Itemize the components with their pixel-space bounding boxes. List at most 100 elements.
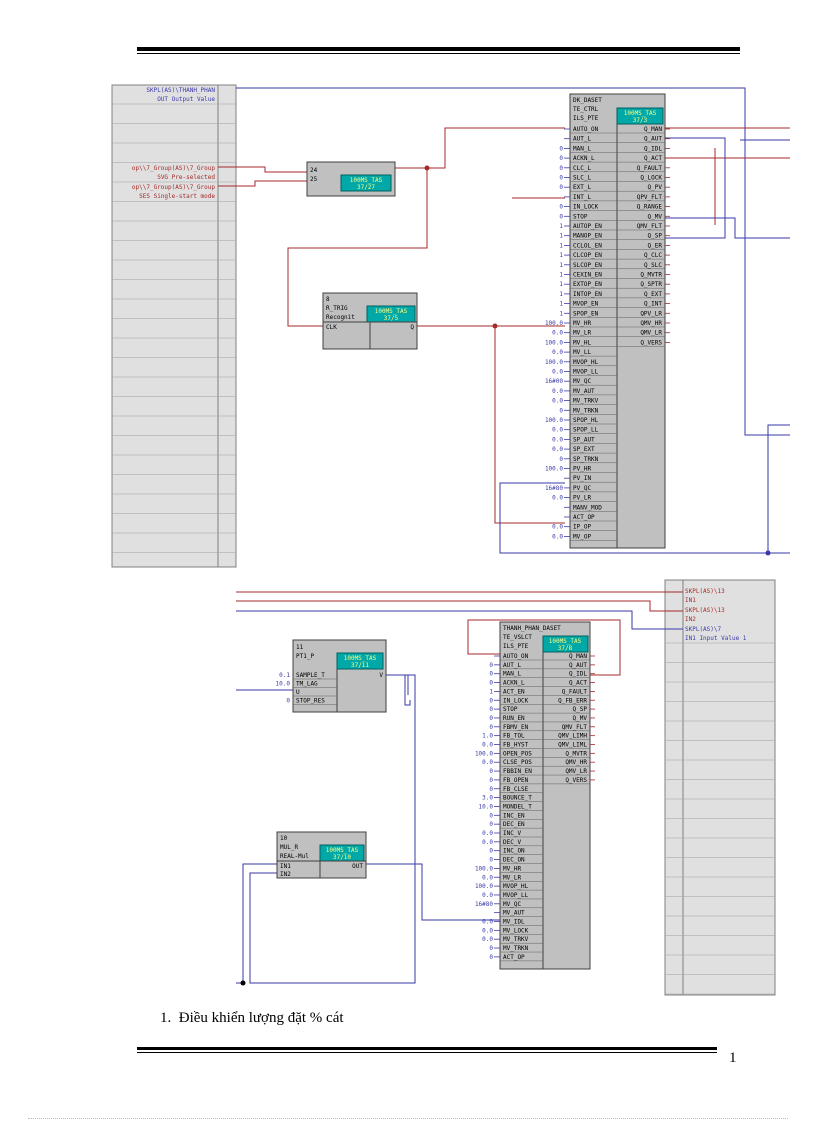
main-out-pin[interactable]: QMV_FLT bbox=[637, 223, 663, 230]
main-in-pin[interactable]: MVOP_EN bbox=[573, 301, 599, 308]
valve-out-pin[interactable]: Q_MAN bbox=[569, 653, 587, 660]
main-out-pin[interactable]: Q_EXT bbox=[644, 291, 662, 298]
valve-in-pin[interactable]: FB_TOL bbox=[503, 733, 525, 740]
valve-in-pin[interactable]: FBMV_EN bbox=[503, 724, 529, 731]
valve-in-pin[interactable]: STOP bbox=[503, 706, 518, 713]
main-in-pin[interactable]: AUTO_ON bbox=[573, 126, 599, 133]
block-mul-r[interactable]: 10 MUL_R REAL-Mul 100MS_TAS 37/10 IN1 IN… bbox=[276, 831, 367, 879]
valve-out-pin[interactable]: Q_FB_ERR bbox=[558, 697, 587, 704]
valve-out-pin[interactable]: Q_MV bbox=[573, 715, 588, 722]
main-out-pin[interactable]: Q_PV bbox=[648, 184, 663, 191]
valve-in-pin[interactable]: MVOP_LL bbox=[503, 892, 529, 899]
main-out-pin[interactable]: QPV_LR bbox=[640, 310, 662, 317]
main-out-pin[interactable]: Q_CLC bbox=[644, 252, 662, 259]
pt1-in-pin[interactable]: U bbox=[296, 689, 300, 696]
main-in-pin[interactable]: MVOP_HL bbox=[573, 359, 599, 366]
main-out-pin[interactable]: QPV_FLT bbox=[637, 194, 663, 201]
main-out-pin[interactable]: Q_IDL bbox=[644, 145, 662, 152]
main-in-pin[interactable]: ACT_OP bbox=[573, 514, 595, 521]
valve-out-pin[interactable]: Q_FAULT bbox=[562, 688, 588, 695]
valve-in-pin[interactable]: MV_QC bbox=[503, 901, 521, 908]
valve-in-pin[interactable]: INC_ON bbox=[503, 848, 525, 855]
valve-in-pin[interactable]: MV_TRKV bbox=[503, 936, 529, 943]
valve-in-pin[interactable]: INC_V bbox=[503, 830, 521, 837]
main-in-pin[interactable]: SPOP_HL bbox=[573, 417, 599, 424]
valve-in-pin[interactable]: MV_HR bbox=[503, 865, 521, 872]
main-in-pin[interactable]: PV_LR bbox=[573, 495, 591, 502]
main-in-pin[interactable]: SLC_L bbox=[573, 175, 591, 182]
pt1-in-pin[interactable]: SAMPLE_T bbox=[296, 672, 325, 679]
valve-in-pin[interactable]: ACT_EN bbox=[503, 688, 525, 695]
main-in-pin[interactable]: STOP bbox=[573, 213, 588, 220]
block-pt1-p[interactable]: 11 PT1_P 100MS_TAS 37/11 V SAMPLE_T0.1TM… bbox=[276, 639, 387, 713]
valve-in-pin[interactable]: DEC_EN bbox=[503, 821, 525, 828]
main-out-pin[interactable]: Q_AUT bbox=[644, 136, 662, 143]
main-out-pin[interactable]: Q_MAN bbox=[644, 126, 662, 133]
valve-out-pin[interactable]: QMV_LR bbox=[565, 768, 587, 775]
main-in-pin[interactable]: AUTOP_EN bbox=[573, 223, 602, 230]
main-in-pin[interactable]: MV_AUT bbox=[573, 388, 595, 395]
main-in-pin[interactable]: MV_QC bbox=[573, 378, 591, 385]
main-in-pin[interactable]: MANOP_EN bbox=[573, 233, 602, 240]
main-in-pin[interactable]: EXT_L bbox=[573, 184, 591, 191]
valve-in-pin[interactable]: MV_LR bbox=[503, 874, 521, 881]
valve-in-pin[interactable]: MV_LOCK bbox=[503, 927, 529, 934]
valve-in-pin[interactable]: OPEN_POS bbox=[503, 750, 532, 757]
valve-in-pin[interactable]: MONDEL_T bbox=[503, 803, 532, 810]
valve-in-pin[interactable]: DEC_ON bbox=[503, 857, 525, 864]
valve-out-pin[interactable]: Q_SP bbox=[573, 706, 588, 713]
main-out-pin[interactable]: Q_RANGE bbox=[637, 204, 663, 211]
pt1-in-pin[interactable]: STOP_RES bbox=[296, 698, 325, 705]
main-out-pin[interactable]: QMV_LR bbox=[640, 330, 662, 337]
main-in-pin[interactable]: MV_TRKV bbox=[573, 398, 599, 405]
main-in-pin[interactable]: SLCOP_EN bbox=[573, 262, 602, 269]
main-in-pin[interactable]: MV_LL bbox=[573, 349, 591, 356]
main-in-pin[interactable]: MVOP_LL bbox=[573, 369, 599, 376]
valve-out-pin[interactable]: Q_AUT bbox=[569, 662, 587, 669]
valve-in-pin[interactable]: FBBIN_EN bbox=[503, 768, 532, 775]
main-out-pin[interactable]: Q_ER bbox=[648, 242, 663, 249]
main-in-pin[interactable]: ACKN_L bbox=[573, 155, 595, 162]
valve-in-pin[interactable]: BOUNCE_T bbox=[503, 795, 532, 802]
valve-in-pin[interactable]: ACKN_L bbox=[503, 680, 525, 687]
valve-out-pin[interactable]: Q_ACT bbox=[569, 680, 587, 687]
main-out-pin[interactable]: Q_FAULT bbox=[637, 165, 663, 172]
main-in-pin[interactable]: MV_TRKN bbox=[573, 407, 599, 414]
block-dk-daset[interactable]: DK_DASET TE_CTRL ILS_PTE 100MS_TAS 37/3 … bbox=[545, 93, 670, 549]
valve-in-pin[interactable]: CLSE_POS bbox=[503, 759, 532, 766]
main-in-pin[interactable]: MV_OP bbox=[573, 533, 591, 540]
main-out-pin[interactable]: Q_SLC bbox=[644, 262, 662, 269]
pt1-in-pin[interactable]: TM_LAG bbox=[296, 681, 318, 688]
main-in-pin[interactable]: SPOP_EN bbox=[573, 310, 599, 317]
block-thanh-phan-daset[interactable]: THANH_PHAN_DASET TE_VSLCT ILS_PTE 100MS_… bbox=[475, 621, 595, 970]
main-in-pin[interactable]: EXTOP_EN bbox=[573, 281, 602, 288]
main-out-pin[interactable]: Q_LOCK bbox=[640, 175, 662, 182]
main-in-pin[interactable]: MV_HR bbox=[573, 320, 591, 327]
valve-in-pin[interactable]: MVOP_HL bbox=[503, 883, 529, 890]
valve-in-pin[interactable]: FB_CLSE bbox=[503, 786, 529, 793]
main-in-pin[interactable]: MV_LR bbox=[573, 330, 591, 337]
main-out-pin[interactable]: Q_VERS bbox=[640, 339, 662, 346]
valve-in-pin[interactable]: AUT_L bbox=[503, 662, 521, 669]
main-out-pin[interactable]: Q_INT bbox=[644, 301, 662, 308]
valve-out-pin[interactable]: Q_MVTR bbox=[565, 750, 587, 757]
main-in-pin[interactable]: PV_IN bbox=[573, 475, 591, 482]
valve-out-pin[interactable]: QMV_LIMH bbox=[558, 733, 587, 740]
valve-out-pin[interactable]: QMV_HR bbox=[565, 759, 587, 766]
main-out-pin[interactable]: Q_SPTR bbox=[640, 281, 662, 288]
main-in-pin[interactable]: AUT_L bbox=[573, 136, 591, 143]
main-in-pin[interactable]: SP_TRKN bbox=[573, 456, 599, 463]
main-in-pin[interactable]: CLCOP_EN bbox=[573, 252, 602, 259]
valve-out-pin[interactable]: Q_IDL bbox=[569, 671, 587, 678]
valve-out-pin[interactable]: Q_VERS bbox=[565, 777, 587, 784]
main-in-pin[interactable]: INTOP_EN bbox=[573, 291, 602, 298]
valve-in-pin[interactable]: IN_LOCK bbox=[503, 697, 529, 704]
block-r-trig[interactable]: 8 R_TRIG Recognit 100MS_TAS 37/5 CLK Q bbox=[322, 292, 418, 350]
main-out-pin[interactable]: Q_MVTR bbox=[640, 272, 662, 279]
valve-out-pin[interactable]: QMV_FLT bbox=[562, 724, 588, 731]
block-24[interactable]: 24 25 100MS_TAS 37/27 bbox=[306, 161, 396, 197]
main-in-pin[interactable]: MV_HL bbox=[573, 339, 591, 346]
valve-in-pin[interactable]: AUTO_ON bbox=[503, 653, 529, 660]
main-out-pin[interactable]: QMV_HR bbox=[640, 320, 662, 327]
valve-in-pin[interactable]: FB_OPEN bbox=[503, 777, 529, 784]
